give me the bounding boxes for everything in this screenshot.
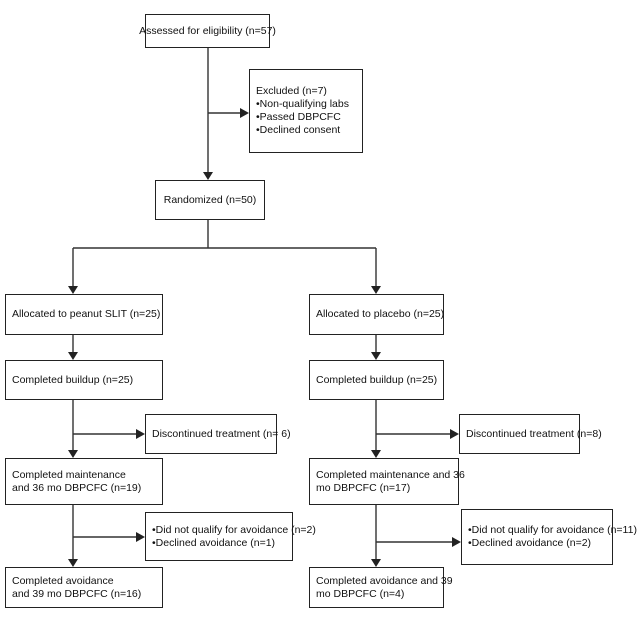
box-right-completed: Completed avoidance and 39 mo DBPCFC (n=… [309, 567, 453, 608]
arrowhead [68, 286, 78, 294]
arrowhead [240, 108, 249, 118]
arrowhead [452, 537, 461, 547]
arrowhead [203, 172, 213, 180]
box-left-maintenance: Completed maintenance and 36 mo DBPCFC (… [5, 458, 163, 505]
box-assessed: Assessed for eligibility (n=57) [139, 14, 276, 48]
box-left-buildup-text: Completed buildup (n=25) [12, 373, 134, 386]
box-right-discontinued: Discontinued treatment (n=8) [459, 414, 602, 454]
box-left-buildup: Completed buildup (n=25) [5, 360, 163, 400]
box-right-avoidance-item: •Did not qualify for avoidance (n=11) [468, 524, 637, 536]
box-right-maintenance-line: Completed maintenance and 36 [316, 468, 465, 481]
connector-lines [68, 48, 461, 567]
box-left-discontinued: Discontinued treatment (n= 6) [145, 414, 291, 454]
box-excluded: Excluded (n=7) •Non-qualifying labs •Pas… [249, 69, 363, 153]
arrowhead [371, 352, 381, 360]
box-excluded-item: •Passed DBPCFC [256, 111, 341, 123]
arrowhead [136, 429, 145, 439]
box-right-avoidance-item: •Declined avoidance (n=2) [468, 537, 592, 549]
box-right-completed-line: mo DBPCFC (n=4) [316, 587, 405, 600]
box-right-buildup: Completed buildup (n=25) [309, 360, 444, 400]
box-left-maintenance-line: and 36 mo DBPCFC (n=19) [12, 481, 142, 494]
box-right-allocated: Allocated to placebo (n=25) [309, 294, 444, 335]
box-left-avoidance-item: •Did not qualify for avoidance (n=2) [152, 523, 316, 536]
box-right-avoidance-excluded: •Did not qualify for avoidance (n=11) •D… [461, 509, 637, 565]
box-left-allocated-text: Allocated to peanut SLIT (n=25) [12, 308, 161, 320]
box-randomized: Randomized (n=50) [155, 180, 265, 220]
box-left-maintenance-line: Completed maintenance [12, 468, 126, 481]
box-excluded-item: •Non-qualifying labs [256, 98, 349, 110]
box-left-completed: Completed avoidance and 39 mo DBPCFC (n=… [5, 567, 163, 608]
box-left-completed-line: Completed avoidance [12, 574, 114, 587]
arrowhead [371, 450, 381, 458]
arrowhead [68, 450, 78, 458]
box-left-completed-line: and 39 mo DBPCFC (n=16) [12, 587, 142, 600]
box-right-maintenance-line: mo DBPCFC (n=17) [316, 481, 411, 494]
box-excluded-title: Excluded (n=7) [256, 85, 327, 97]
arrowhead [68, 352, 78, 360]
box-right-maintenance: Completed maintenance and 36 mo DBPCFC (… [309, 458, 465, 505]
box-right-discontinued-text: Discontinued treatment (n=8) [466, 427, 602, 440]
box-randomized-text: Randomized (n=50) [163, 193, 257, 206]
box-right-completed-line: Completed avoidance and 39 [316, 574, 453, 587]
arrowhead [136, 532, 145, 542]
box-left-discontinued-text: Discontinued treatment (n= 6) [152, 427, 291, 440]
arrowhead [450, 429, 459, 439]
box-left-avoidance-excluded: •Did not qualify for avoidance (n=2) •De… [145, 512, 316, 561]
box-excluded-item: •Declined consent [256, 124, 341, 136]
consort-flow-diagram: Assessed for eligibility (n=57) Excluded… [5, 14, 637, 608]
box-right-buildup-text: Completed buildup (n=25) [316, 373, 438, 386]
arrowhead [371, 286, 381, 294]
box-left-avoidance-item: •Declined avoidance (n=1) [152, 536, 276, 549]
arrowhead [371, 559, 381, 567]
box-assessed-text: Assessed for eligibility (n=57) [139, 24, 276, 37]
box-left-allocated: Allocated to peanut SLIT (n=25) [5, 294, 163, 335]
arrowhead [68, 559, 78, 567]
box-right-allocated-text: Allocated to placebo (n=25) [316, 308, 445, 320]
